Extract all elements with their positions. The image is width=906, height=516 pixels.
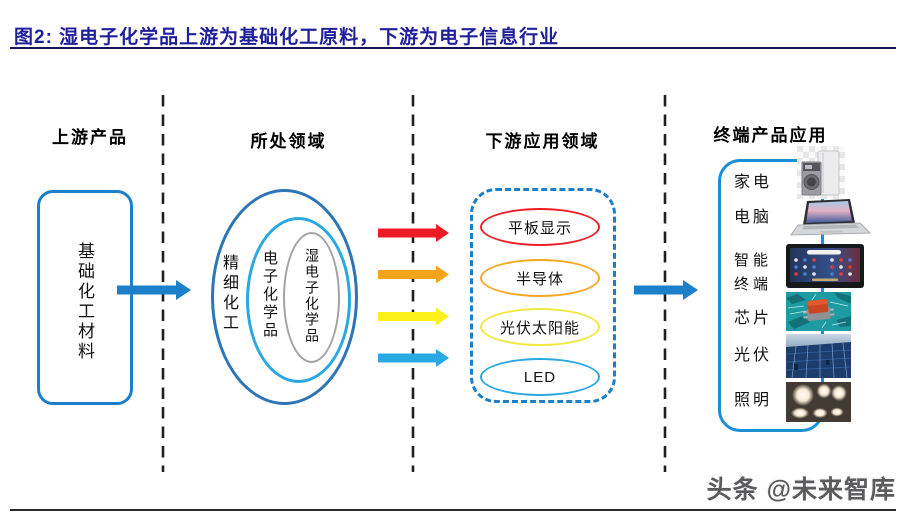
flat-panel-display-label: 平板显示: [507, 219, 572, 237]
bottom-rule: [10, 509, 896, 511]
lighting-label: 照明: [734, 392, 773, 409]
fine-chemicals-ring: [211, 189, 358, 405]
red-arrow: [378, 224, 449, 242]
chip-image: [786, 292, 851, 331]
computer-label: 电脑: [734, 209, 773, 226]
chip-label: 芯片: [734, 310, 773, 327]
electronic-chemicals-label: 电子化学品: [261, 250, 278, 340]
terminal-header: 终端产品应用: [713, 126, 828, 145]
tablet-image: [786, 244, 864, 288]
appliances-image: [797, 146, 845, 199]
home-appliance-label: 家电: [734, 174, 773, 191]
upstream-header: 上游产品: [52, 128, 128, 147]
wet-electronic-chemicals-label: 湿电子化学品: [304, 248, 320, 344]
fine-chemicals-label: 精细化工: [220, 254, 237, 334]
orange-arrow: [378, 265, 449, 284]
photovoltaic-solar-label: 光伏太阳能: [499, 319, 580, 337]
upstream-product-box: [37, 190, 133, 405]
title-underline: [10, 47, 896, 49]
upstream-to-field-arrow: [117, 280, 191, 300]
yellow-arrow: [378, 307, 449, 326]
photovoltaic-solar-ellipse: 光伏太阳能: [480, 308, 600, 346]
semiconductor-label: 半导体: [515, 270, 564, 288]
field-header: 所处领域: [250, 132, 327, 151]
solar-panels-image: [786, 334, 851, 378]
downstream-to-terminal-arrow: [634, 280, 698, 300]
upstream-product-label: 基础化工材料: [75, 242, 94, 362]
led-ellipse: LED: [480, 358, 600, 396]
flat-panel-display-ellipse: 平板显示: [480, 208, 600, 246]
wet-electronic-chemicals-ring: [283, 232, 340, 363]
figure-title: 图2: 湿电子化学品上游为基础化工原料，下游为电子信息行业: [14, 27, 560, 48]
semiconductor-ellipse: 半导体: [480, 259, 600, 297]
light-bulbs-image: [786, 382, 851, 422]
led-label: LED: [523, 368, 557, 386]
downstream-applications-box: [470, 188, 616, 403]
photovoltaic-label: 光伏: [734, 347, 773, 364]
downstream-header: 下游应用领域: [485, 132, 600, 151]
cyan-arrow: [378, 349, 449, 367]
smart-terminal-label: 智能终端: [734, 252, 773, 293]
laptop-image: [790, 199, 872, 236]
toutiao-watermark: 头条 @未来智库: [706, 476, 896, 504]
electronic-chemicals-ring: [246, 217, 351, 383]
